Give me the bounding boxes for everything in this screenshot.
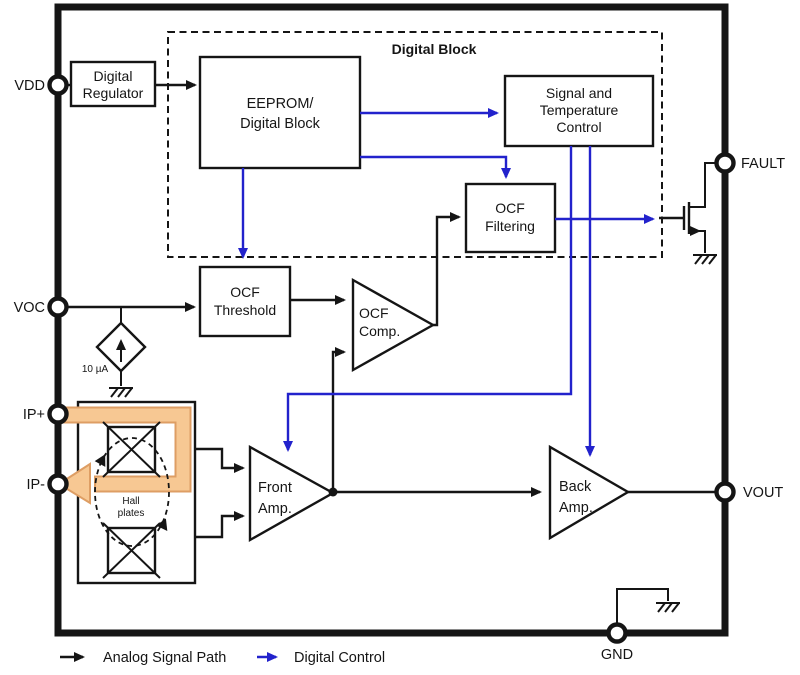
mosfet-source [689, 230, 706, 253]
junction-dot [328, 487, 338, 497]
digital-block-container [167, 31, 663, 258]
hall-plate-bottom-x [102, 522, 161, 579]
ocf-filtering-block [464, 182, 557, 254]
ground-symbol-gnd-pin [655, 602, 681, 613]
signal-temp-label-2: Temperature [540, 102, 619, 118]
ocf-comp-label-1: OCF [359, 305, 389, 321]
digital-block-label: Digital Block [392, 41, 477, 57]
wire-comp-to-filtering [433, 212, 461, 327]
ground-symbol-mosfet [692, 254, 718, 265]
fault-mosfet [659, 162, 718, 265]
rotation-arrow-bottom [156, 518, 168, 532]
eeprom-block [198, 55, 362, 170]
front-amp [248, 444, 336, 543]
wire-hall-to-frontamp-bottom [195, 511, 245, 539]
ocf-filtering-label-2: Filtering [485, 218, 535, 234]
wire-hall-to-frontamp-top [195, 447, 245, 473]
chip-outline [54, 3, 729, 637]
pin-gnd [606, 622, 628, 644]
ocf-threshold-label-1: OCF [230, 284, 260, 300]
analog-wires [62, 80, 716, 629]
pin-vdd [47, 74, 69, 96]
pins: VDD VOC IP+ IP- FAULT VOUT GND [14, 74, 785, 663]
hall-plate-assembly: Hall plates [57, 400, 197, 585]
wire-node-to-comp [331, 347, 346, 492]
digital-wires [238, 108, 655, 457]
pin-voc [47, 296, 69, 318]
ocf-comparator [351, 277, 436, 373]
legend: Analog Signal Path Digital Control [60, 650, 385, 666]
current-path-arrowhead [57, 462, 91, 505]
back-amp-label-2: Amp. [559, 500, 593, 516]
eeprom-label-1: EEPROM/ [247, 96, 315, 112]
back-amp [548, 444, 631, 541]
chopper-rotation-ellipse [94, 437, 170, 547]
pin-label-voc: VOC [14, 300, 45, 316]
digital-regulator-label-2: Regulator [83, 85, 144, 101]
digital-regulator-label-1: Digital [94, 68, 133, 84]
ocf-threshold-label-2: Threshold [214, 302, 276, 318]
eeprom-label-2: Digital Block [240, 116, 321, 132]
pin-label-fault: FAULT [741, 156, 785, 172]
hall-plate-top-x [102, 421, 161, 478]
ocf-filtering-label-1: OCF [495, 200, 525, 216]
pin-label-ip-minus: IP- [26, 477, 45, 493]
pin-label-ip-plus: IP+ [23, 407, 45, 423]
signal-temp-label-1: Signal and [546, 85, 612, 101]
pin-label-vdd: VDD [14, 78, 45, 94]
current-source-value: 10 µA [82, 364, 109, 375]
wire-signaltemp-to-frontamp [283, 146, 573, 452]
legend-analog-label: Analog Signal Path [103, 650, 226, 666]
mosfet-drain [689, 162, 716, 208]
front-amp-label-1: Front [258, 480, 292, 496]
pin-fault [714, 152, 736, 174]
current-path [62, 408, 190, 491]
legend-digital-label: Digital Control [294, 650, 385, 666]
rotation-arrow-top [94, 454, 106, 467]
front-amp-label-2: Amp. [258, 501, 292, 517]
pin-label-vout: VOUT [743, 485, 783, 501]
wire-gnd-hook [616, 588, 669, 629]
pin-vout [714, 481, 736, 503]
ground-symbol-current-source [108, 387, 134, 398]
pin-ip-minus [47, 473, 69, 495]
ocf-threshold-block [198, 265, 292, 338]
back-amp-label-1: Back [559, 479, 592, 495]
hall-plates-label-2: plates [118, 508, 145, 519]
function-blocks: Digital Regulator EEPROM/ Digital Block … [69, 55, 655, 543]
signal-temp-control-block [503, 74, 655, 148]
wire-eeprom-to-filtering [360, 155, 511, 179]
hall-plates-label-1: Hall [122, 496, 139, 507]
pin-label-gnd: GND [601, 647, 633, 663]
pin-ip-plus [47, 403, 69, 425]
ocf-comp-label-2: Comp. [359, 323, 400, 339]
signal-temp-label-3: Control [556, 119, 601, 135]
